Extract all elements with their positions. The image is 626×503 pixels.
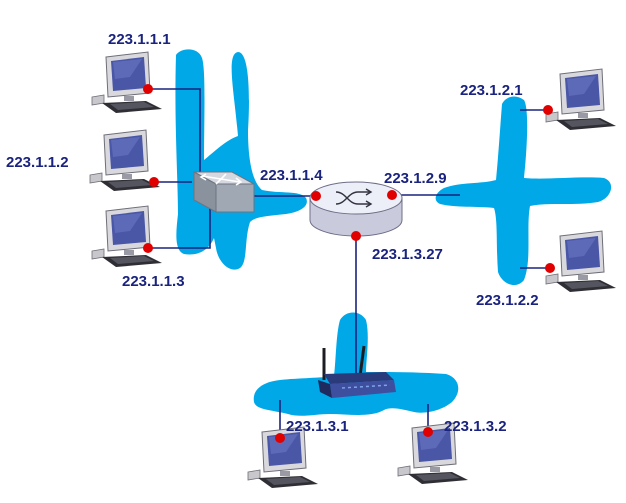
ip-labels: 223.1.1.1 223.1.1.2 223.1.1.3 223.1.1.4 … <box>6 31 539 435</box>
desktop-computer-icon <box>545 68 617 131</box>
subnet-223-1-1 <box>175 49 307 270</box>
ip-label-223-1-2-1: 223.1.2.1 <box>460 82 523 99</box>
ethernet-switch-icon <box>193 171 255 213</box>
interface-dot-router-left <box>311 191 321 201</box>
wireless-access-point-icon <box>318 345 396 398</box>
host-223-1-1-3 <box>91 205 163 268</box>
interface-dot-router-bottom <box>351 231 361 241</box>
link-h111-switch <box>148 88 201 175</box>
ip-label-223-1-2-9: 223.1.2.9 <box>384 170 447 187</box>
desktop-computer-icon <box>91 51 163 114</box>
ip-label-223-1-1-1: 223.1.1.1 <box>108 31 171 48</box>
interface-dot-h132 <box>423 427 433 437</box>
host-223-1-2-2 <box>545 230 617 293</box>
subnet-223-1-2 <box>435 96 612 286</box>
interface-dot-h121 <box>543 105 553 115</box>
ip-label-223-1-1-3: 223.1.1.3 <box>122 273 185 290</box>
interface-dot-h112 <box>149 177 159 187</box>
ip-label-223-1-2-2: 223.1.2.2 <box>476 292 539 309</box>
host-223-1-1-1 <box>91 51 163 114</box>
interface-dot-h111 <box>143 84 153 94</box>
ip-label-223-1-3-1: 223.1.3.1 <box>286 418 349 435</box>
desktop-computer-icon <box>91 205 163 268</box>
router-icon <box>309 181 403 237</box>
ip-label-223-1-3-2: 223.1.3.2 <box>444 418 507 435</box>
interface-dot-h122 <box>545 263 555 273</box>
desktop-computer-icon <box>545 230 617 293</box>
ip-label-223-1-1-4: 223.1.1.4 <box>260 167 323 184</box>
interface-dots <box>143 84 555 443</box>
ip-label-223-1-3-27: 223.1.3.27 <box>372 246 443 263</box>
ip-label-223-1-1-2: 223.1.1.2 <box>6 154 69 171</box>
interface-dot-router-right <box>387 190 397 200</box>
interface-dot-h131 <box>275 433 285 443</box>
interface-dot-h113 <box>143 243 153 253</box>
link-h113-switch <box>148 205 211 249</box>
host-223-1-2-1 <box>545 68 617 131</box>
